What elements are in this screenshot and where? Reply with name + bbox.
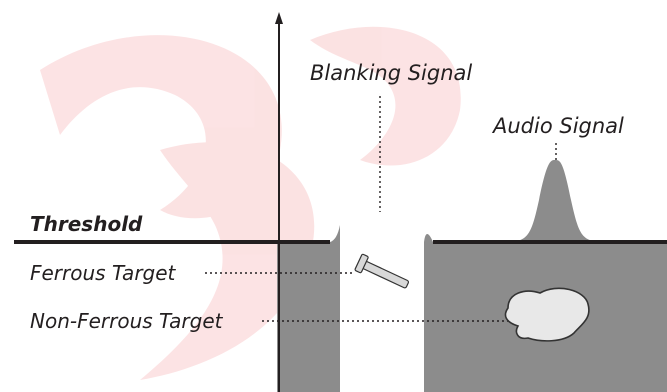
ferrous-target-nail	[354, 253, 410, 289]
non-ferrous-target-nugget	[504, 287, 590, 342]
audio-signal-label: Audio Signal	[491, 114, 624, 138]
blanking-signal-label: Blanking Signal	[310, 61, 472, 85]
ferrous-target-label: Ferrous Target	[30, 261, 177, 285]
axis-arrowhead	[275, 12, 283, 24]
signal-region-right	[424, 160, 667, 392]
threshold-label: Threshold	[30, 212, 143, 236]
threshold-band-left	[277, 225, 340, 392]
non-ferrous-target-label: Non-Ferrous Target	[30, 309, 224, 333]
